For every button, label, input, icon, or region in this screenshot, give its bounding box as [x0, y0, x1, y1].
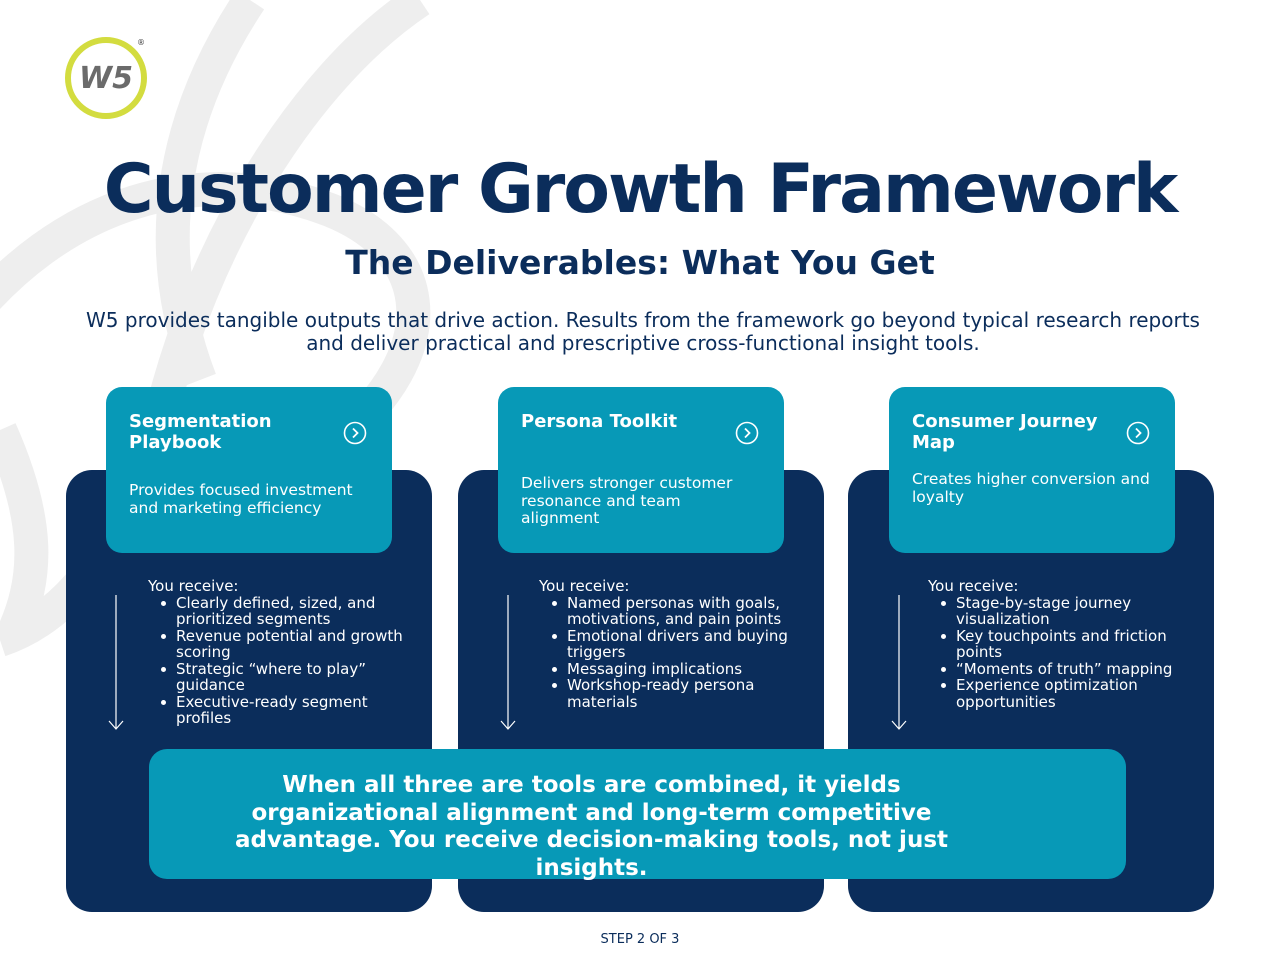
list-item: Key touchpoints and friction points: [936, 627, 1188, 661]
receive-list: Named personas with goals, motivations, …: [547, 594, 799, 711]
list-item: Strategic “where to play” guidance: [156, 660, 408, 694]
receive-label: You receive:: [539, 577, 630, 595]
chevron-right-circle-icon[interactable]: [1126, 421, 1150, 445]
card-journey-header: Consumer Journey Map Creates higher conv…: [889, 387, 1175, 553]
list-item: Workshop-ready persona materials: [547, 677, 799, 710]
down-arrow-icon: [891, 595, 907, 730]
down-arrow-icon: [500, 595, 516, 730]
chevron-right-circle-icon[interactable]: [343, 421, 367, 445]
receive-list: Clearly defined, sized, and prioritized …: [156, 594, 408, 727]
card-title: Consumer Journey Map: [912, 411, 1098, 453]
step-indicator: STEP 2 OF 3: [600, 932, 680, 947]
card-receive-section: You receive: Stage-by-stage journey visu…: [928, 578, 1188, 710]
list-item: Messaging implications: [547, 660, 799, 678]
list-item: Emotional drivers and buying triggers: [547, 627, 799, 661]
banner-text: When all three are tools are combined, i…: [235, 772, 948, 881]
intro-paragraph: W5 provides tangible outputs that drive …: [86, 308, 1200, 355]
card-receive-section: You receive: Clearly defined, sized, and…: [148, 578, 408, 727]
list-item: Executive-ready segment profiles: [156, 693, 408, 727]
summary-banner: When all three are tools are combined, i…: [149, 749, 1126, 881]
card-persona-header: Persona Toolkit Delivers stronger custom…: [498, 387, 784, 553]
card-description: Delivers stronger customer resonance and…: [521, 474, 733, 527]
card-description: Creates higher conversion and loyalty: [912, 470, 1150, 506]
card-title: Segmentation Playbook: [129, 411, 272, 453]
registered-mark: ®: [137, 38, 145, 47]
receive-list: Stage-by-stage journey visualization Key…: [936, 594, 1188, 711]
card-title: Persona Toolkit: [521, 411, 678, 432]
page-subtitle: The Deliverables: What You Get: [345, 243, 935, 282]
chevron-right-circle-icon[interactable]: [735, 421, 759, 445]
logo-text: W5: [79, 61, 133, 96]
list-item: Clearly defined, sized, and prioritized …: [156, 594, 408, 628]
receive-label: You receive:: [148, 577, 239, 595]
list-item: Experience optimization opportunities: [936, 677, 1188, 710]
list-item: Named personas with goals, motivations, …: [547, 594, 799, 628]
card-description: Provides focused investment and marketin…: [129, 481, 353, 517]
receive-label: You receive:: [928, 577, 1019, 595]
card-segmentation-header: Segmentation Playbook Provides focused i…: [106, 387, 392, 553]
w5-logo: W5: [65, 37, 147, 119]
card-receive-section: You receive: Named personas with goals, …: [539, 578, 799, 710]
list-item: “Moments of truth” mapping: [936, 660, 1188, 678]
down-arrow-icon: [108, 595, 124, 730]
page-title: Customer Growth Framework: [103, 150, 1178, 229]
list-item: Revenue potential and growth scoring: [156, 627, 408, 661]
list-item: Stage-by-stage journey visualization: [936, 594, 1188, 628]
